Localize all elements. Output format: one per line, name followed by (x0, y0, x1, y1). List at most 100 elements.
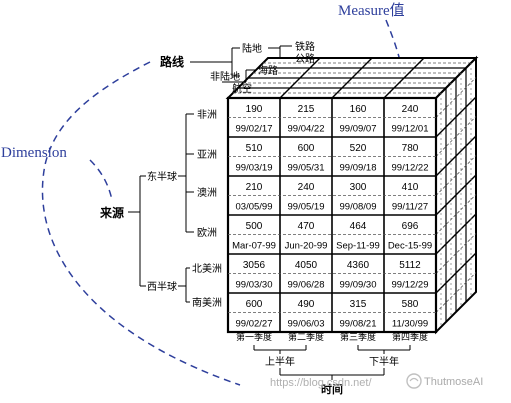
watermark-url: https://blog.csdn.net/ (270, 377, 372, 389)
region-south-america: 南美洲 (192, 296, 222, 309)
cell-value: 215 (298, 104, 315, 115)
cube-side-row-line (435, 174, 477, 216)
cell-value: 520 (350, 143, 367, 154)
route-air: 航空 (232, 82, 252, 95)
cell-date: Dec-15-99 (388, 241, 432, 252)
cell-date: 99/04/22 (288, 124, 325, 135)
watermark-brand: ThutmoseAI (424, 376, 483, 388)
cell-value: 464 (350, 221, 367, 232)
region-asia: 亚洲 (197, 149, 217, 161)
cube-side-row-line (435, 252, 477, 294)
cell-value: 696 (402, 221, 419, 232)
quarter-3: 第三季度 (340, 331, 376, 342)
cell-date: Jun-20-99 (285, 241, 328, 252)
cell-value: 470 (298, 221, 315, 232)
route-title: 路线 (160, 54, 184, 69)
cell-value: 160 (350, 104, 367, 115)
source-title: 来源 (99, 205, 124, 220)
cube-side-dash-line (435, 116, 477, 157)
cell-date: 99/09/07 (340, 124, 377, 135)
cell-date: 99/09/18 (340, 163, 377, 174)
cell-date: 99/06/28 (288, 280, 325, 291)
quarter-1: 第一季度 (236, 331, 272, 342)
cube-cell-text: 190 99/02/17 215 99/04/22 160 99/09/07 240 99/1… (232, 104, 432, 330)
cell-date: Mar-07-99 (232, 241, 276, 252)
cube-side-dash-line (435, 233, 477, 274)
dimension-label: Dimension (1, 145, 67, 161)
cell-value: 190 (246, 104, 263, 115)
route-highway: 公路 (295, 52, 315, 65)
cell-value: 510 (246, 143, 263, 154)
cell-value: 4050 (295, 260, 318, 271)
cell-date: 99/05/31 (288, 163, 325, 174)
cell-date: 99/02/17 (236, 124, 273, 135)
cell-date: 99/03/30 (236, 280, 273, 291)
cell-date: 99/08/21 (340, 319, 377, 330)
cell-value: 315 (350, 299, 367, 310)
cube-top-col-line (331, 57, 373, 99)
cube-side-dash-line (435, 272, 477, 313)
region-europe: 欧洲 (197, 227, 217, 239)
cell-date: 99/02/27 (236, 319, 273, 330)
dimension-arc-route (41, 61, 241, 386)
cell-date: 99/12/22 (392, 163, 429, 174)
measure-label: Measure值 (338, 2, 405, 19)
route-tree-lines (190, 45, 292, 83)
cell-value: 500 (246, 221, 263, 232)
cube-top-face (225, 57, 479, 99)
region-australia: 澳洲 (197, 186, 217, 199)
cell-value: 240 (298, 182, 315, 193)
cell-date: 99/09/30 (340, 280, 377, 291)
cell-date: 99/05/19 (288, 202, 325, 213)
half-second: 下半年 (369, 355, 399, 368)
route-railway: 铁路 (295, 40, 315, 53)
cell-date: 99/06/03 (288, 319, 325, 330)
cell-value: 5112 (399, 260, 421, 271)
half-first: 上半年 (265, 355, 295, 368)
cell-value: 3056 (243, 260, 266, 271)
cube-side-row-line (435, 135, 477, 177)
cube-side-dash-line (435, 194, 477, 235)
cell-value: 600 (298, 143, 315, 154)
time-tree-lines (253, 345, 411, 380)
cell-value: 240 (402, 104, 419, 115)
cell-date: 99/08/09 (340, 202, 377, 213)
cell-value: 410 (402, 182, 419, 193)
cell-value: 780 (402, 143, 419, 154)
cube-side-row-line (435, 96, 477, 138)
cell-value: 4360 (347, 260, 370, 271)
cell-date: 99/12/01 (392, 124, 429, 135)
route-group-nonland: 非陆地 (210, 70, 240, 83)
cell-value: 300 (350, 182, 367, 193)
route-sea: 海路 (258, 64, 278, 77)
cube-top-col-line (279, 57, 321, 99)
hemisphere-west: 西半球 (147, 280, 177, 293)
cell-value: 580 (402, 299, 419, 310)
source-tree-lines (128, 113, 194, 303)
cell-date: 99/12/29 (392, 280, 429, 291)
cell-value: 490 (298, 299, 315, 310)
cell-date: 03/05/99 (236, 202, 273, 213)
cell-date: 99/03/19 (236, 163, 273, 174)
dimension-arc-source (89, 159, 113, 201)
quarter-4: 第四季度 (392, 331, 428, 342)
cell-value: 210 (246, 182, 263, 193)
cube-front-face (226, 96, 438, 334)
cube-side-dash-line (435, 77, 477, 118)
cube-side-row-line (435, 213, 477, 255)
time-title: 时间 (321, 382, 343, 396)
cell-date: 11/30/99 (392, 319, 428, 330)
cube-side-face (435, 55, 477, 335)
cell-value: 600 (246, 299, 263, 310)
watermark-logo-icon (406, 373, 422, 389)
hemisphere-east: 东半球 (147, 170, 177, 183)
cell-date: Sep-11-99 (336, 241, 380, 252)
region-north-america: 北美洲 (192, 262, 222, 275)
route-group-land: 陆地 (242, 42, 262, 55)
region-africa: 非洲 (197, 109, 217, 121)
cube-top-col-line (383, 57, 425, 99)
quarter-2: 第二季度 (288, 331, 324, 342)
cube-side-dash-line (435, 155, 477, 196)
